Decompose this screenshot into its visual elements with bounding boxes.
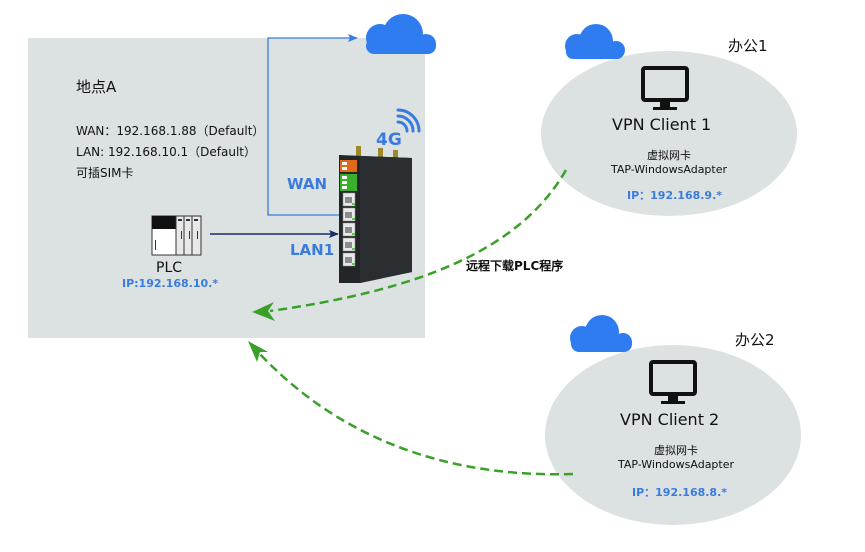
vpn-path-office2 [257, 351, 574, 476]
plc-name: PLC [156, 260, 183, 276]
vpn-client-2-name: VPN Client 2 [620, 410, 720, 429]
vpn-client-1-adapter: 虚拟网卡 TAP-WindowsAdapter [589, 149, 749, 177]
plc-icon [151, 215, 202, 256]
cloud-icon [570, 315, 632, 352]
vpn-path-office1 [269, 169, 568, 313]
office-2-area [545, 345, 801, 525]
remote-download-label: 远程下载PLC程序 [466, 259, 564, 273]
wifi-signal-icon [396, 108, 421, 133]
office-2-title: 办公2 [735, 331, 775, 349]
vpn-client-2-ip: IP：192.168.8.* [632, 486, 728, 499]
vpn-arrow-office2 [248, 341, 268, 362]
vpn-client-1-name: VPN Client 1 [612, 115, 712, 134]
plc-ip: IP:192.168.10.* [122, 277, 219, 290]
monitor-icon [649, 360, 697, 404]
router-device-icon [339, 146, 412, 283]
wan-link-line [267, 34, 358, 216]
adapter-label: 虚拟网卡 [647, 149, 691, 162]
cloud-icon [565, 24, 625, 59]
lan1-port-label: LAN1 [290, 241, 335, 259]
site-wan-address: WAN：192.168.1.88（Default） [76, 124, 265, 138]
vpn-arrow-office1 [252, 302, 275, 321]
office-1-area [541, 51, 797, 216]
site-lan-address: LAN: 192.168.10.1（Default） [76, 145, 257, 159]
vpn-client-2-adapter: 虚拟网卡 TAP-WindowsAdapter [596, 444, 756, 472]
cloud-icon [366, 14, 436, 54]
wan-port-label: WAN [287, 175, 328, 193]
office-1-title: 办公1 [728, 37, 768, 55]
site-sim-note: 可插SIM卡 [76, 166, 134, 180]
vpn-client-1-ip: IP：192.168.9.* [627, 189, 723, 202]
monitor-icon [641, 66, 689, 110]
site-title: 地点A [76, 78, 117, 96]
adapter-name: TAP-WindowsAdapter [610, 163, 728, 176]
adapter-label: 虚拟网卡 [654, 444, 698, 457]
adapter-name: TAP-WindowsAdapter [617, 458, 735, 471]
cellular-label: 4G [376, 130, 402, 150]
